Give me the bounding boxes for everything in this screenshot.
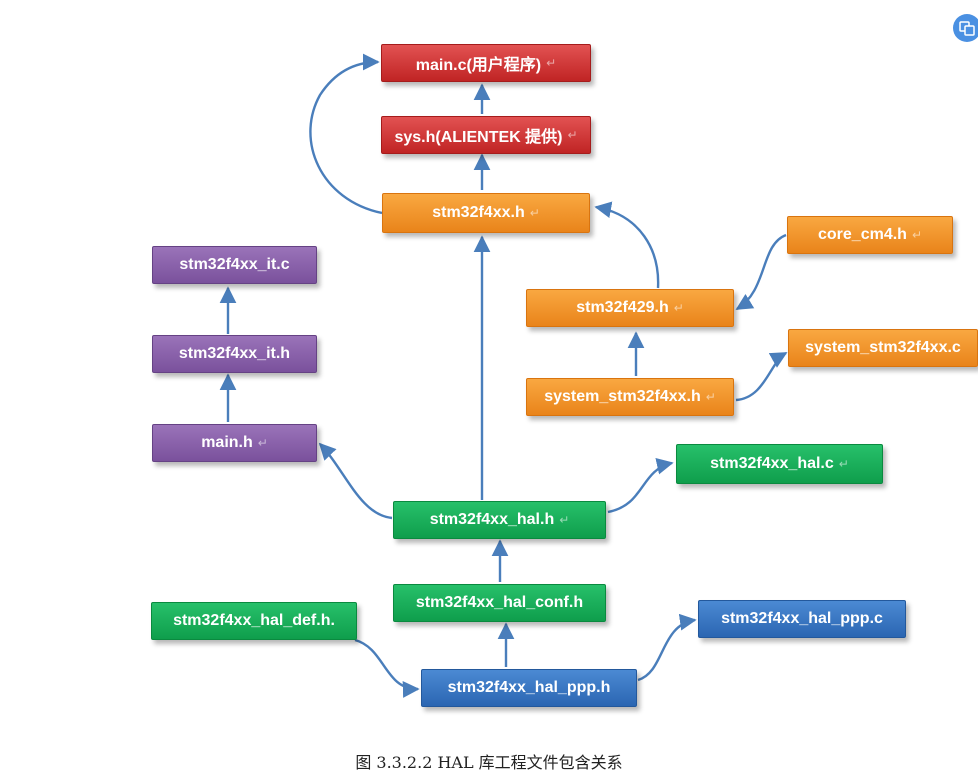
node-core-cm4-h-label: core_cm4.h [818, 226, 907, 243]
paragraph-mark: ↵ [567, 128, 578, 142]
arrow-stm32f4xx-to-main-curve [309, 53, 383, 215]
node-stm32f4xx-hal-h-label: stm32f4xx_hal.h [429, 511, 555, 528]
node-stm32f4xx-hal-ppp-c-label: stm32f4xx_hal_ppp.c [721, 610, 883, 627]
node-system-stm32f4xx-c: system_stm32f4xx.c [788, 329, 978, 367]
node-system-stm32f4xx-h-label: system_stm32f4xx.h [544, 388, 701, 405]
node-main-h-label: main.h [201, 434, 253, 451]
node-stm32f4xx-hal-c-label: stm32f4xx_hal.c [710, 455, 834, 472]
paragraph-mark: ↵ [673, 301, 684, 315]
node-main-c-label: main.c(用户程序) [415, 57, 542, 74]
paragraph-mark: ↵ [546, 56, 557, 70]
paragraph-mark: ↵ [838, 457, 849, 471]
node-core-cm4-h: core_cm4.h ↵ [787, 216, 953, 254]
translate-icon-glyph [959, 21, 975, 36]
translate-icon[interactable] [953, 14, 978, 42]
node-stm32f4xx-it-h: stm32f4xx_it.h [152, 335, 317, 373]
node-stm32f429-h-label: stm32f429.h [576, 299, 669, 316]
paragraph-mark: ↵ [911, 228, 922, 242]
paragraph-mark: ↵ [529, 206, 540, 220]
node-stm32f4xx-hal-def-h-label: stm32f4xx_hal_def.h. [173, 612, 335, 629]
node-stm32f429-h: stm32f429.h ↵ [526, 289, 734, 327]
paragraph-mark: ↵ [559, 513, 570, 527]
node-stm32f4xx-h: stm32f4xx.h ↵ [382, 193, 590, 233]
node-stm32f4xx-hal-ppp-h-label: stm32f4xx_hal_ppp.h [447, 679, 611, 696]
node-stm32f4xx-hal-conf-h-label: stm32f4xx_hal_conf.h [415, 594, 584, 611]
node-system-stm32f4xx-h: system_stm32f4xx.h ↵ [526, 378, 734, 416]
node-sys-h-label: sys.h(ALIENTEK 提供) [394, 129, 563, 146]
paragraph-mark: ↵ [705, 390, 716, 404]
arrow-def-to-ppp-h [354, 638, 420, 698]
node-stm32f4xx-h-label: stm32f4xx.h [432, 204, 525, 221]
node-stm32f4xx-hal-ppp-h: stm32f4xx_hal_ppp.h [421, 669, 637, 707]
arrow-system-h-to-system-c [735, 351, 788, 402]
node-stm32f4xx-hal-h: stm32f4xx_hal.h ↵ [393, 501, 606, 539]
node-sys-h: sys.h(ALIENTEK 提供) ↵ [381, 116, 591, 154]
arrow-hal-to-main-h [318, 442, 393, 520]
node-stm32f4xx-hal-c: stm32f4xx_hal.c ↵ [676, 444, 883, 484]
arrow-hal-to-hal-c [607, 458, 674, 514]
paragraph-mark: ↵ [257, 436, 268, 450]
arrow-f429-to-stm32f4xx [594, 201, 660, 289]
node-main-h: main.h ↵ [152, 424, 317, 462]
node-stm32f4xx-it-c-label: stm32f4xx_it.c [179, 256, 290, 273]
node-stm32f4xx-hal-conf-h: stm32f4xx_hal_conf.h [393, 584, 606, 622]
node-stm32f4xx-hal-def-h: stm32f4xx_hal_def.h. [151, 602, 357, 640]
node-stm32f4xx-it-c: stm32f4xx_it.c [152, 246, 317, 284]
figure-caption: 图 3.3.2.2 HAL 库工程文件包含关系 [355, 753, 623, 772]
node-main-c: main.c(用户程序) ↵ [381, 44, 591, 82]
arrow-core-to-f429 [735, 233, 787, 311]
node-stm32f4xx-it-h-label: stm32f4xx_it.h [178, 345, 291, 362]
arrow-ppp-h-to-ppp-c [637, 613, 697, 682]
node-system-stm32f4xx-c-label: system_stm32f4xx.c [805, 339, 961, 356]
node-stm32f4xx-hal-ppp-c: stm32f4xx_hal_ppp.c [698, 600, 906, 638]
